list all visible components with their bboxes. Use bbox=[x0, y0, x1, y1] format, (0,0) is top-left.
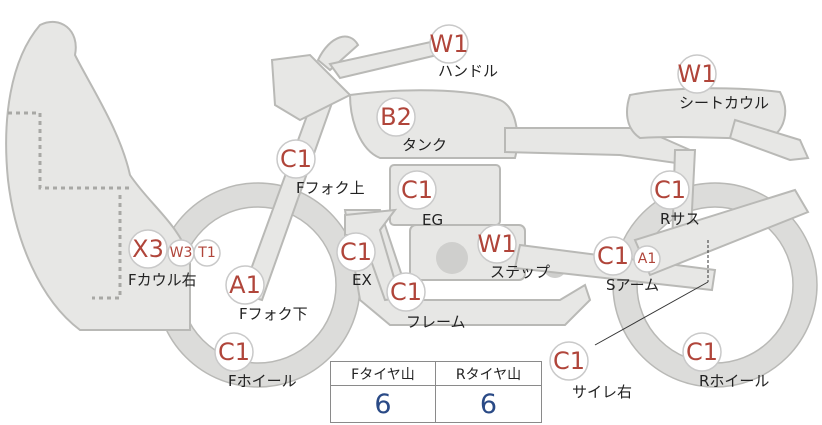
silencer-right-label: サイレ右 bbox=[572, 383, 632, 401]
ffork-lower-code-badge: A1 bbox=[225, 265, 265, 305]
svg-text:C1: C1 bbox=[390, 278, 422, 306]
frame-code-badge: C1 bbox=[386, 272, 426, 312]
damage-annotations: W1 ハンドル W1 シートカウル B2 タンク C1 Fフォク上 C1 Rサス… bbox=[128, 24, 769, 401]
handle-label: ハンドル bbox=[438, 62, 498, 80]
svg-text:A1: A1 bbox=[638, 251, 656, 267]
ffork-upper-label: Fフォク上 bbox=[296, 179, 365, 197]
tank-code-badge: B2 bbox=[376, 97, 416, 137]
front-tread-value: 6 bbox=[331, 386, 436, 422]
svg-text:B2: B2 bbox=[380, 103, 412, 131]
fcowl-right-code-badge-1: X3 bbox=[128, 229, 168, 269]
svg-text:T1: T1 bbox=[197, 245, 215, 261]
frame-label: フレーム bbox=[406, 313, 466, 331]
fcowl-right-label: Fカウル右 bbox=[128, 271, 197, 289]
ffork-lower-label: Fフォク下 bbox=[239, 305, 308, 323]
front-tread-header: Fタイヤ山 bbox=[331, 362, 436, 386]
rsus-label: Rサス bbox=[660, 210, 700, 228]
sarm-code-badge-1: C1 bbox=[593, 236, 633, 276]
svg-text:C1: C1 bbox=[340, 238, 372, 266]
fcowl-right-code-badge-2: W3 bbox=[167, 239, 195, 267]
tire-tread-table: Fタイヤ山 Rタイヤ山 6 6 bbox=[330, 361, 542, 423]
rear-tread-value: 6 bbox=[479, 388, 498, 420]
seatcowl-code-badge: W1 bbox=[677, 54, 717, 94]
svg-text:C1: C1 bbox=[654, 176, 686, 204]
svg-text:W1: W1 bbox=[678, 60, 717, 88]
rwheel-code-badge: C1 bbox=[682, 332, 722, 372]
svg-text:C1: C1 bbox=[218, 338, 250, 366]
svg-text:C1: C1 bbox=[597, 242, 629, 270]
svg-text:C1: C1 bbox=[401, 176, 433, 204]
rear-tread-header: Rタイヤ山 bbox=[436, 362, 541, 386]
handlebar-shape bbox=[316, 35, 360, 72]
svg-text:A1: A1 bbox=[229, 271, 261, 299]
tank-label: タンク bbox=[402, 136, 447, 154]
handle-code-badge: W1 bbox=[429, 24, 469, 64]
svg-text:C1: C1 bbox=[553, 347, 585, 375]
silencer-right-code-badge: C1 bbox=[549, 341, 589, 381]
fcowl-right-code-badge-3: T1 bbox=[193, 239, 221, 267]
fwheel-label: Fホイール bbox=[228, 372, 297, 390]
svg-text:C1: C1 bbox=[686, 338, 718, 366]
svg-text:W3: W3 bbox=[170, 245, 193, 261]
fwheel-code-badge: C1 bbox=[214, 332, 254, 372]
svg-text:X3: X3 bbox=[132, 235, 164, 263]
rsus-code-badge: C1 bbox=[650, 170, 690, 210]
exhaust-code-badge: C1 bbox=[336, 232, 376, 272]
seatcowl-label: シートカウル bbox=[679, 94, 769, 112]
step-code-badge: W1 bbox=[477, 224, 517, 264]
svg-text:C1: C1 bbox=[280, 145, 312, 173]
step-label: ステップ bbox=[490, 263, 550, 281]
sarm-code-badge-2: A1 bbox=[633, 245, 661, 273]
svg-text:W1: W1 bbox=[430, 30, 469, 58]
sarm-label: Sアーム bbox=[606, 276, 659, 294]
rear-wheel-shape bbox=[613, 183, 817, 387]
exhaust-label: EX bbox=[352, 271, 372, 289]
engine-label: EG bbox=[422, 211, 443, 229]
svg-text:W1: W1 bbox=[478, 230, 517, 258]
rwheel-label: Rホイール bbox=[699, 372, 769, 390]
ffork-upper-code-badge: C1 bbox=[276, 139, 316, 179]
engine-code-badge: C1 bbox=[397, 170, 437, 210]
